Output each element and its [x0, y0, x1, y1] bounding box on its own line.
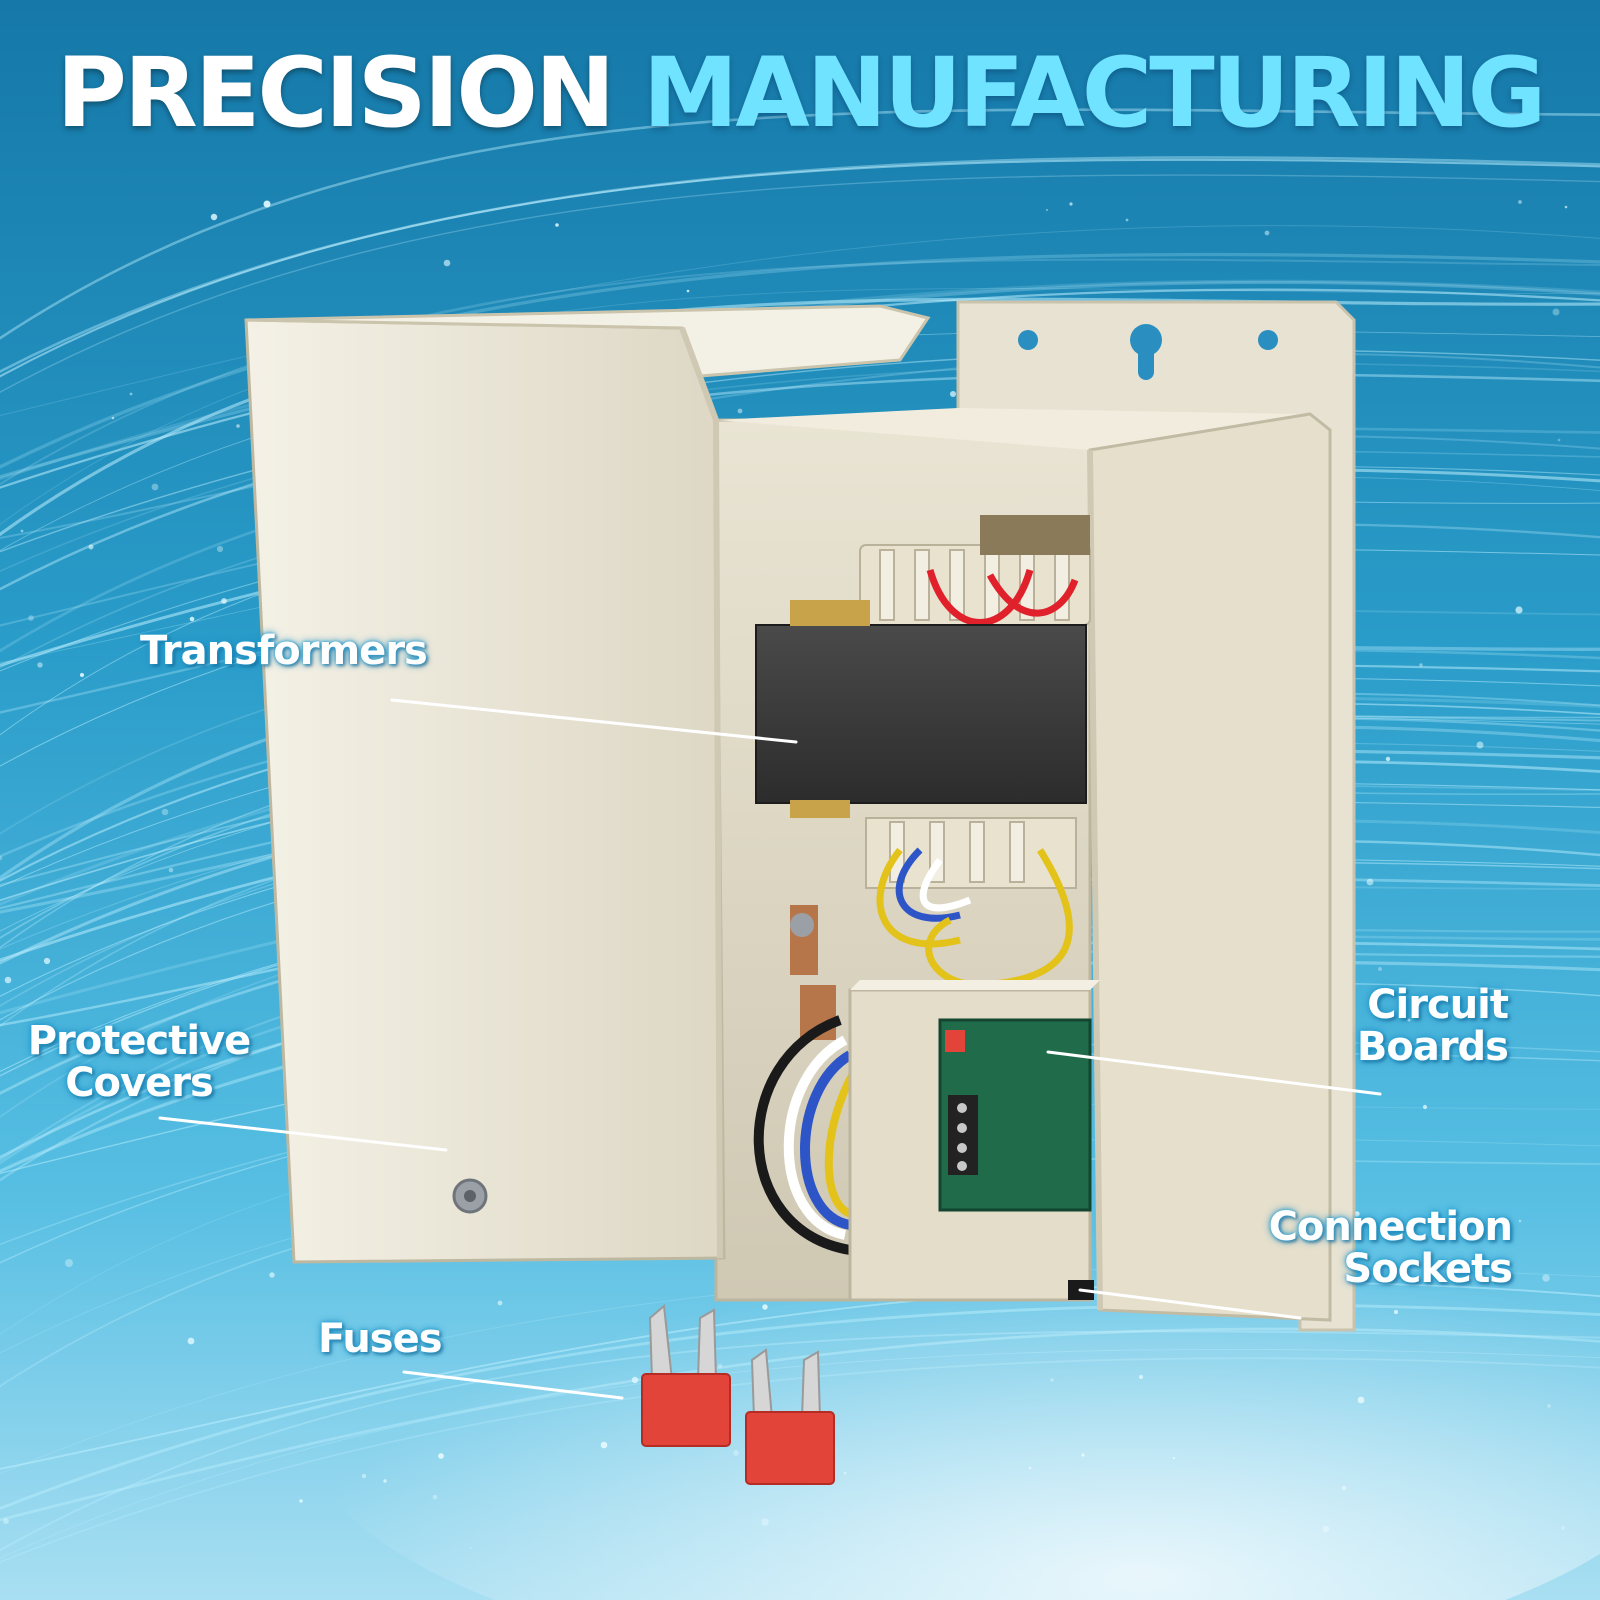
headline: PRECISION MANUFACTURING — [0, 38, 1600, 148]
light-streak — [0, 108, 1600, 340]
light-dot — [221, 598, 227, 604]
light-dot — [1422, 1104, 1428, 1110]
light-dot — [1407, 1018, 1411, 1022]
light-dot — [1125, 218, 1129, 222]
light-dot — [555, 223, 559, 227]
callout-connection-sockets: Connection Sockets — [1222, 1204, 1513, 1292]
leader-line-circuit-boards — [1046, 1050, 1382, 1096]
leader-line-connection-sockets — [1078, 1288, 1302, 1320]
callout-circuit-line1: Circuit — [1367, 982, 1509, 1028]
light-dot — [443, 259, 451, 267]
callout-connection-line2: Sockets — [1343, 1246, 1513, 1292]
callout-circuit-line2: Boards — [1356, 1024, 1509, 1070]
light-streak — [0, 258, 1600, 486]
light-dot — [161, 808, 169, 816]
fuses — [641, 1304, 835, 1485]
light-dot — [686, 289, 690, 293]
light-dot — [1515, 606, 1523, 614]
light-streak — [0, 158, 1600, 378]
light-dot — [216, 545, 224, 553]
light-dot — [1366, 878, 1374, 886]
light-dot — [168, 867, 174, 873]
light-dot — [3, 1518, 9, 1524]
light-dot — [1518, 1219, 1522, 1223]
light-streak — [0, 225, 1600, 416]
light-dot — [1552, 308, 1560, 316]
callout-fuses-text: Fuses — [318, 1316, 443, 1362]
callout-fuses: Fuses — [318, 1316, 443, 1362]
light-dot — [80, 673, 84, 677]
light-dot — [1564, 205, 1568, 209]
light-dot — [1378, 967, 1382, 971]
light-dot — [299, 1499, 303, 1503]
callout-transformers: Transformers — [140, 628, 428, 674]
callout-protective-line2: Covers — [65, 1060, 214, 1106]
callout-protective-line1: Protective — [27, 1018, 252, 1064]
light-dot — [1419, 663, 1423, 667]
light-streak — [0, 287, 1600, 526]
light-dot — [263, 200, 271, 208]
light-dot — [0, 855, 3, 861]
light-dot — [65, 1259, 73, 1267]
callout-protective-covers: Protective Covers — [24, 1020, 254, 1104]
leader-line-fuses — [402, 1370, 624, 1400]
light-dot — [737, 408, 743, 414]
leader-line-transformers — [390, 698, 798, 744]
leader-lines — [158, 698, 1382, 1400]
circuit-board-compartment — [848, 980, 1100, 1302]
light-dot — [1557, 438, 1561, 442]
light-dot — [111, 416, 115, 420]
fuse-left — [641, 1304, 731, 1447]
callout-circuit-boards: Circuit Boards — [1318, 982, 1509, 1070]
protective-cover — [244, 304, 931, 1264]
light-dot — [1069, 202, 1073, 206]
light-dot — [1476, 741, 1484, 749]
wiring — [753, 905, 859, 1255]
light-streak — [0, 252, 1600, 469]
headline-word-precision: PRECISION — [56, 37, 616, 149]
leader-line-protective-covers — [158, 1116, 448, 1152]
fuse-right — [745, 1348, 835, 1485]
light-dot — [189, 616, 195, 622]
light-dot — [178, 641, 182, 645]
callout-transformers-text: Transformers — [140, 628, 428, 674]
light-dot — [151, 483, 159, 491]
transformer — [755, 515, 1091, 989]
light-dot — [43, 957, 51, 965]
headline-word-manufacturing: MANUFACTURING — [642, 37, 1547, 149]
light-dot — [37, 662, 43, 668]
callout-connection-line1: Connection — [1268, 1204, 1513, 1250]
light-dot — [129, 392, 133, 396]
light-dot — [20, 529, 24, 533]
light-streak — [0, 174, 1600, 394]
light-dot — [28, 615, 34, 621]
light-dot — [1385, 756, 1391, 762]
light-dot — [4, 976, 12, 984]
light-dot — [1264, 230, 1270, 236]
light-dot — [88, 544, 94, 550]
light-dot — [269, 1272, 275, 1278]
light-dot — [210, 213, 218, 221]
light-dot — [187, 1337, 195, 1345]
light-dot — [1518, 200, 1522, 204]
light-dot — [236, 424, 240, 428]
light-dot — [950, 391, 956, 397]
light-dot — [1045, 208, 1049, 212]
